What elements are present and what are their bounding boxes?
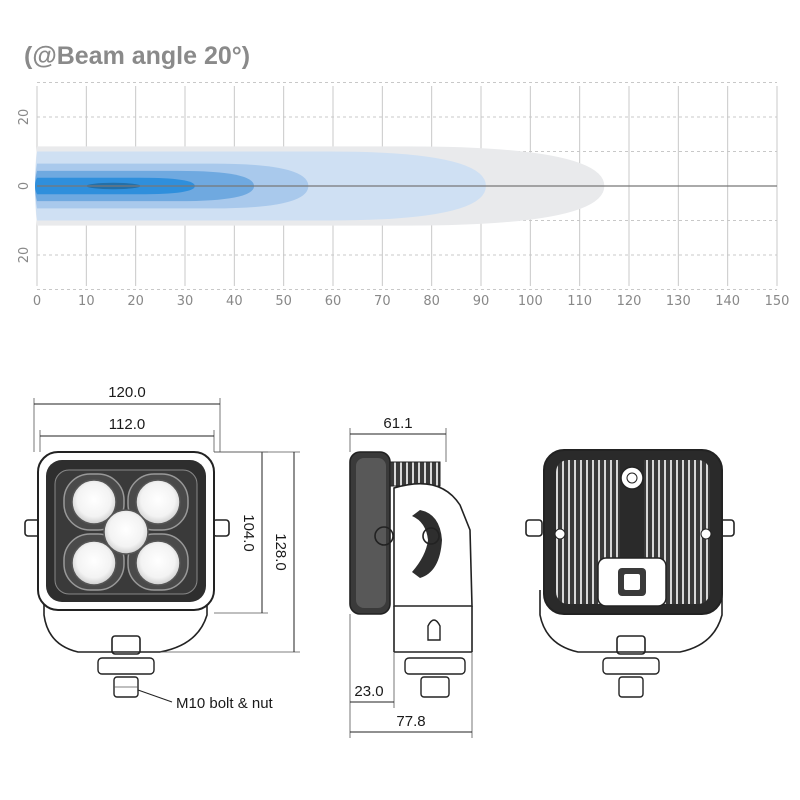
rear-nut [618,676,644,698]
bolt-leader-line [137,689,173,703]
x-tick-label: 130 [666,294,691,309]
side-fins [389,461,441,487]
rear-connector-pins [624,574,640,590]
x-tick-label: 110 [567,294,592,309]
x-tick-label: 140 [715,294,740,309]
y-tick-label: 0 [17,182,32,190]
dim-side-total-depth: 77.8 [396,713,425,730]
front-bolt-base [111,635,141,655]
dim-front-height-inner: 104.0 [240,514,257,552]
beam-chart: 0 10 20 30 40 50 60 70 80 90 100 110 120 130 140 150 20… [17,82,790,309]
x-tick-label: 100 [518,294,543,309]
rear-view [525,449,735,698]
led-lens-bottom-left [71,540,117,586]
dim-front-width-outer: 120.0 [108,384,146,401]
x-tick-label: 10 [78,294,95,309]
chart-title: (@Beam angle 20°) [24,42,250,70]
dim-front-height-outer: 128.0 [272,533,289,571]
x-tick-label: 70 [374,294,391,309]
x-tick-label: 150 [765,294,790,309]
front-view [24,451,230,698]
front-dimensions: 120.0 112.0 104.0 128.0 M10 bolt & nut [33,384,300,712]
side-pivot-bolt [374,526,394,546]
x-tick-label: 20 [127,294,144,309]
x-tick-label: 120 [617,294,642,309]
side-bracket-slot [412,510,442,578]
front-right-tab [212,519,230,537]
bolt-label: M10 bolt & nut [176,695,274,712]
rear-mount-bracket [539,590,723,653]
side-bolt-head [427,619,441,641]
side-view [349,451,473,698]
y-tick-label: 20 [17,247,32,264]
rear-right-screw [700,528,712,540]
x-tick-label: 0 [33,294,41,309]
rear-bolt-base [616,635,646,655]
side-dimensions: 61.1 23.0 77.8 [349,415,473,738]
x-tick-label: 60 [325,294,342,309]
x-tick-labels: 0 10 20 30 40 50 60 70 80 90 100 110 120 130 140 150 [33,294,790,309]
front-washer [97,657,155,675]
y-tick-label: 20 [17,109,32,126]
side-lock-bolt [422,527,440,545]
x-tick-label: 30 [177,294,194,309]
side-nut [420,676,450,698]
side-lens-rim [356,458,386,608]
led-lens-center [103,509,149,555]
rear-left-screw [554,528,566,540]
x-tick-label: 40 [226,294,243,309]
rear-washer [602,657,660,675]
dim-front-width-inner: 112.0 [109,416,145,433]
dim-side-depth: 61.1 [383,415,412,432]
x-tick-label: 90 [473,294,490,309]
side-washer [404,657,466,675]
x-tick-label: 50 [275,294,292,309]
y-tick-labels: 20 0 20 [17,109,32,264]
led-lens-top-left [71,479,117,525]
led-lens-bottom-right [135,540,181,586]
x-tick-label: 80 [423,294,440,309]
rear-left-tab [525,519,543,537]
dim-side-bracket-offset: 23.0 [354,683,383,700]
rear-vent-inner [626,472,638,484]
led-lens-top-right [135,479,181,525]
